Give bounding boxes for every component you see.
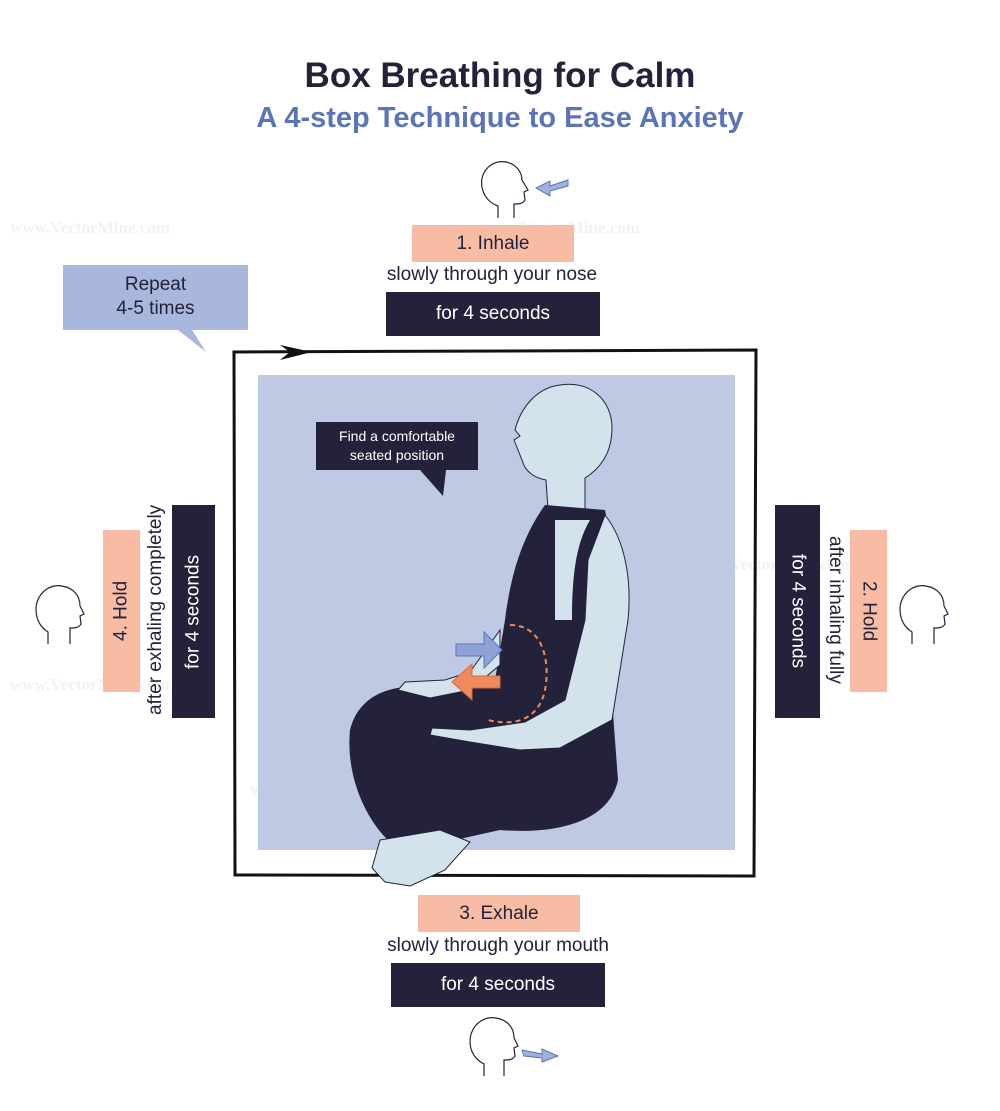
head-inhale-icon	[481, 161, 569, 218]
step-1-label: 1. Inhale	[412, 225, 574, 262]
step-1-duration: for 4 seconds	[386, 292, 600, 336]
page-subtitle: A 4-step Technique to Ease Anxiety	[256, 102, 744, 134]
callout-text: Find a comfortable seated position	[316, 427, 478, 465]
head-hold-left-icon	[35, 585, 85, 644]
step-4-description: after exhaling completely	[145, 504, 166, 716]
step-2-duration: for 4 seconds	[775, 505, 820, 718]
step-4-duration: for 4 seconds	[172, 505, 215, 718]
step-3-label: 3. Exhale	[418, 895, 580, 932]
watermark: www.VectorMine.com	[10, 218, 170, 237]
step-2-description: after inhaling fully	[825, 536, 846, 684]
repeat-line-2: 4-5 times	[116, 298, 195, 319]
head-exhale-icon	[469, 1017, 560, 1076]
callout-line-1: Find a comfortable	[339, 428, 455, 444]
head-hold-right-icon	[899, 585, 949, 644]
repeat-line-1: Repeat	[124, 274, 187, 295]
box-outline	[232, 348, 758, 878]
direction-arrow-icon	[280, 345, 312, 360]
seated-person-illustration	[349, 383, 630, 887]
step-3-duration: for 4 seconds	[391, 963, 605, 1007]
step-3-description: slowly through your mouth	[387, 935, 609, 956]
repeat-bubble: Repeat 4-5 times	[63, 273, 248, 321]
step-2-label: 2. Hold	[850, 530, 887, 692]
repeat-bubble-shape	[63, 265, 248, 352]
callout-line-2: seated position	[349, 447, 445, 463]
step-4-label: 4. Hold	[103, 530, 140, 692]
callout-shape	[316, 422, 478, 496]
page-title: Box Breathing for Calm	[304, 56, 696, 95]
step-1-description: slowly through your nose	[386, 264, 598, 285]
